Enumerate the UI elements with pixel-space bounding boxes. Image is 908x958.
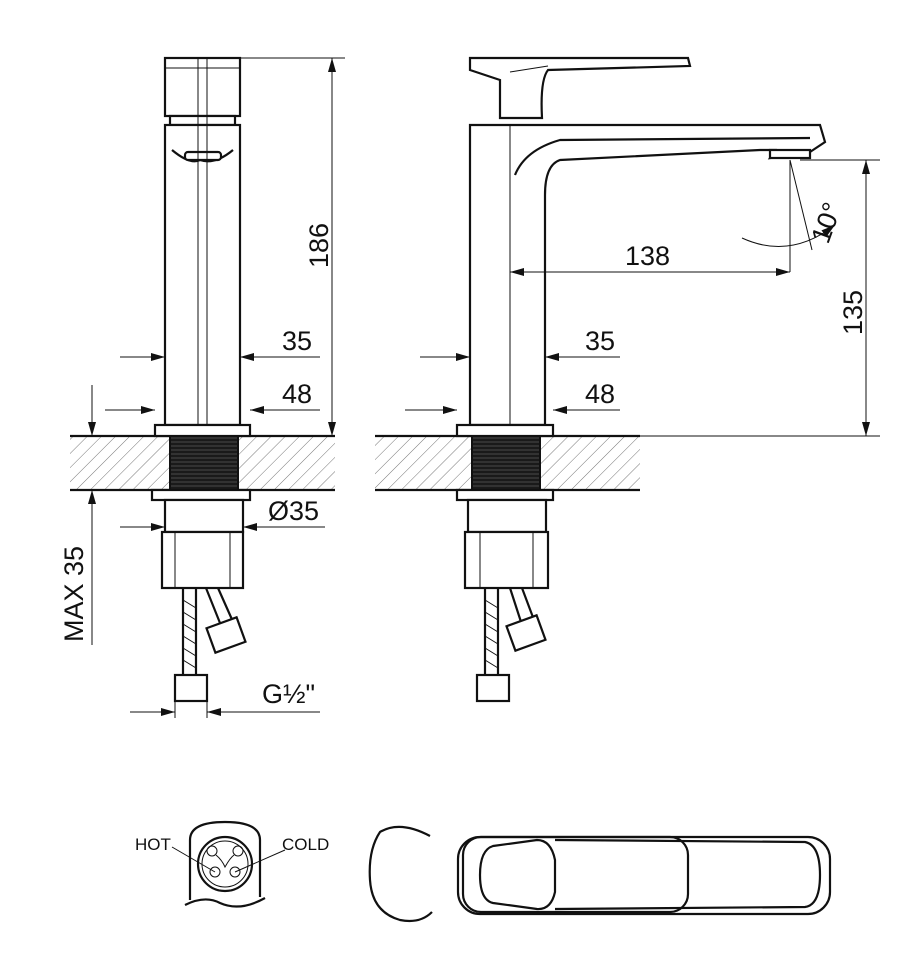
faucet-body-front	[468, 123, 827, 427]
front-view: 138 10° 135 10° 35 48	[375, 56, 880, 703]
lever-handle	[468, 56, 692, 120]
hot-label: HOT	[135, 835, 171, 854]
top-view	[368, 825, 832, 923]
spout-reach-dimension: 138	[625, 241, 670, 271]
mounting-nut	[160, 530, 245, 590]
height-dimension: 186	[304, 223, 334, 268]
cold-label: COLD	[282, 835, 329, 854]
base-flange	[153, 423, 252, 438]
side-view: 186 35 48 Ø35 MAX 35 G½"	[59, 56, 345, 718]
base-width-dimension: 48	[282, 379, 312, 409]
spout-height-dimension-label: 135	[838, 290, 868, 335]
hose-nut	[173, 673, 209, 703]
handle-block	[163, 56, 242, 118]
counter-thickness-dimension: MAX 35	[59, 546, 89, 642]
body-width-dimension: 35	[282, 326, 312, 356]
connection-dimension: G½"	[262, 679, 315, 709]
cartridge-view: HOT COLD	[135, 820, 329, 908]
front-body-width-dimension: 35	[585, 326, 615, 356]
shank-diameter-dimension: Ø35	[268, 496, 319, 526]
spout-angle-dimension: 10°	[805, 198, 847, 247]
front-base-width-dimension: 48	[585, 379, 615, 409]
threaded-shank	[169, 435, 239, 491]
faucet-body	[163, 123, 242, 427]
